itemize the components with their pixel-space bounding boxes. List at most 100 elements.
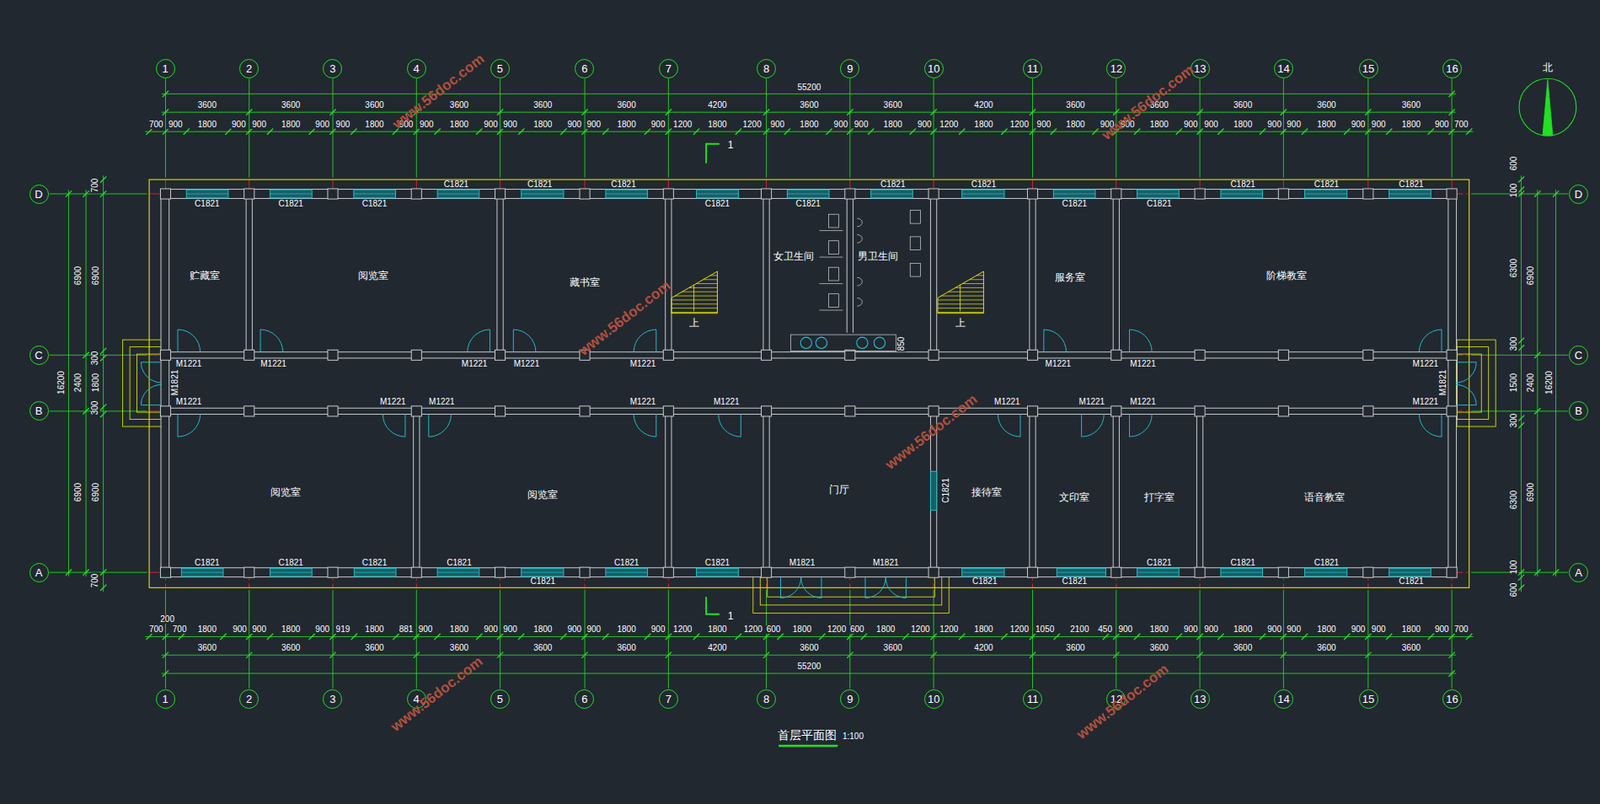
dimension-tick (735, 128, 742, 135)
dimension-text: 900 (335, 120, 352, 129)
dimension-text: 1800 (875, 625, 896, 634)
dimension-tick (329, 128, 336, 135)
partition-wall (936, 198, 937, 353)
dimension-tick (602, 633, 609, 640)
dimension-tick (476, 633, 482, 640)
north-needle (1542, 79, 1553, 136)
dimension-tick (224, 128, 231, 135)
window-glass (696, 193, 739, 195)
stair-tread (969, 278, 985, 280)
room-label-box: 语音教室 (1302, 491, 1347, 504)
dimension-tick (1534, 190, 1541, 197)
dimension-tick (846, 652, 853, 659)
room-name: 打字室 (1144, 492, 1175, 503)
dimension-text: 3600 (532, 643, 553, 653)
column (928, 188, 939, 199)
dimension-tick (867, 128, 874, 135)
axis-bubble: 15 (1359, 689, 1379, 709)
column (327, 349, 338, 360)
axis-bubble: 3 (322, 58, 343, 79)
door-leaf (820, 577, 822, 598)
stall-partition (819, 310, 844, 311)
window (1056, 567, 1106, 577)
dimension-text: 1800 (449, 625, 470, 634)
opening-code: C1821 (1313, 180, 1340, 189)
wash-basin (800, 337, 812, 348)
column (1027, 349, 1038, 360)
opening-code: M1221 (513, 359, 541, 369)
axis-bubble: B (1568, 401, 1589, 421)
dimension-tick (902, 633, 909, 640)
column (760, 567, 771, 578)
dimension-text: 1200 (672, 625, 693, 634)
extension-line (849, 589, 851, 689)
dimension-text: 900 (586, 625, 603, 634)
opening-code: C1821 (445, 558, 472, 568)
dimension-text: 1800 (973, 625, 994, 634)
entrance-step (1456, 347, 1489, 420)
opening-code: C1821 (361, 199, 388, 209)
dimension-tick (162, 669, 169, 676)
dimension-tick (930, 128, 937, 135)
dimension-tick (518, 128, 525, 135)
column (1111, 349, 1122, 360)
dimension-text: 1800 (363, 120, 385, 129)
window (1389, 567, 1432, 577)
partition-wall (930, 198, 932, 353)
window (1053, 189, 1096, 198)
window-glass (270, 572, 313, 573)
dimension-tick (1518, 337, 1525, 344)
dimension-text: 900 (502, 625, 519, 634)
opening-code: C1821 (1145, 558, 1172, 568)
north-label: 北 (1541, 62, 1554, 73)
dimension-tick (846, 128, 853, 135)
axis-number: 9 (846, 63, 853, 75)
toilet-fixture (828, 240, 839, 255)
window (521, 189, 564, 198)
dimension-tick (1029, 128, 1036, 135)
partition-wall (412, 414, 414, 568)
axis-number: 9 (846, 693, 853, 705)
dimension-tick (763, 109, 770, 116)
column (663, 567, 674, 578)
window-glass (353, 193, 396, 195)
axis-number: D (1574, 188, 1583, 200)
door-leaf (140, 404, 161, 406)
extension-line (48, 193, 147, 195)
opening-code: M1221 (460, 359, 489, 369)
axis-number: 7 (665, 693, 672, 705)
opening-code: C1821 (1229, 558, 1256, 568)
extension-line (933, 589, 935, 689)
dimension-tick (930, 633, 937, 640)
door-leaf (864, 577, 866, 598)
partition-wall (1035, 414, 1037, 568)
axis-bubble: 4 (406, 58, 427, 79)
dimension-text: 6900 (91, 265, 101, 286)
dimension-line (161, 654, 1456, 656)
partition-wall (1028, 198, 1030, 353)
dimension-text: 3600 (280, 643, 301, 653)
dimension-line (161, 673, 1456, 675)
dimension-tick (1029, 633, 1036, 640)
dimension-tick (644, 128, 651, 135)
window-glass (521, 193, 564, 195)
dimension-tick (267, 633, 273, 640)
axis-number: 3 (329, 63, 336, 75)
entrance-step (123, 339, 162, 427)
stall-partition (819, 230, 844, 231)
dimension-text: 1200 (938, 625, 959, 634)
partition-wall (769, 414, 771, 568)
opening-code: M1821 (872, 558, 900, 568)
toilet-fixture (828, 214, 839, 228)
dimension-text: 900 (251, 120, 268, 129)
axis-bubble: 5 (490, 58, 510, 79)
dimension-tick (1466, 128, 1472, 135)
dimension-tick (82, 569, 89, 576)
stair-direction: 上 (954, 317, 967, 328)
dimension-text: 1800 (791, 625, 813, 634)
dimension-text: 900 (586, 120, 603, 129)
column (1446, 567, 1457, 578)
dimension-text: 1800 (973, 120, 994, 129)
stair-arrow (959, 284, 961, 311)
dimension-text: 3600 (532, 101, 553, 110)
